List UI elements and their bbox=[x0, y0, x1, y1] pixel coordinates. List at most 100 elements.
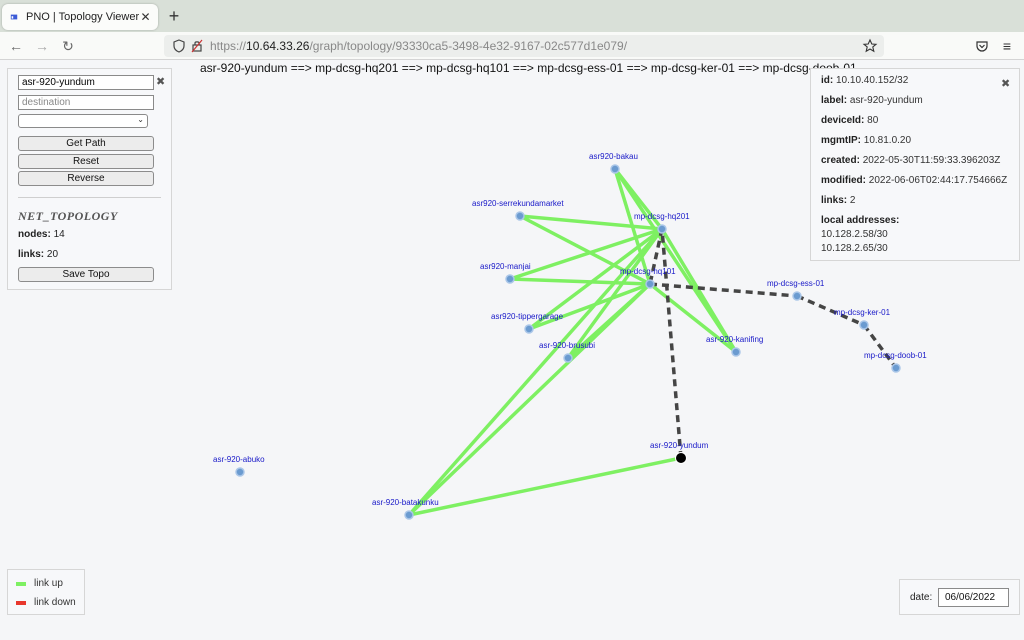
link-up-tipper-hq101[interactable] bbox=[528, 282, 651, 331]
link-up-hq101-kanifing[interactable] bbox=[648, 282, 738, 354]
topology-graph[interactable]: asr920-bakau asr920-serrekundamarket mp-dc… bbox=[0, 61, 1024, 640]
node-circle[interactable] bbox=[657, 224, 667, 234]
save-topo-button[interactable]: Save Topo bbox=[18, 267, 154, 282]
url-text: https://10.64.33.26/graph/topology/93330… bbox=[210, 39, 628, 53]
destination-input[interactable] bbox=[18, 95, 154, 110]
close-tab-icon[interactable]: ✕ bbox=[140, 10, 151, 24]
link-up-serrekunda-hq201[interactable] bbox=[519, 214, 663, 231]
info-mgmtip: mgmtIP: 10.81.0.20 bbox=[821, 135, 912, 146]
back-icon[interactable]: ← bbox=[9, 38, 23, 54]
info-modified: modified: 2022-06-06T02:44:17.754666Z bbox=[821, 175, 1008, 186]
node-circle[interactable] bbox=[235, 467, 245, 477]
path-link-hq101-ess01[interactable] bbox=[649, 282, 798, 298]
shield-icon[interactable] bbox=[170, 37, 188, 55]
link-up-batakunku-hq201[interactable] bbox=[407, 227, 664, 517]
date-input[interactable] bbox=[938, 588, 1009, 607]
page-content: asr920-bakau asr920-serrekundamarket mp-dc… bbox=[0, 61, 1024, 640]
nodes-count: nodes: 14 bbox=[18, 229, 65, 240]
favicon-icon bbox=[10, 14, 18, 20]
node-circle[interactable] bbox=[675, 452, 687, 464]
lock-icon[interactable] bbox=[188, 37, 206, 55]
divider bbox=[18, 197, 161, 198]
node-circle[interactable] bbox=[891, 363, 901, 373]
close-info-icon[interactable]: ✖ bbox=[1001, 78, 1011, 90]
node-circle[interactable] bbox=[859, 320, 869, 330]
node-label: asr-920-yundum bbox=[650, 441, 709, 450]
path-link-hq201-hq101[interactable] bbox=[648, 228, 664, 285]
node-info-panel: ✖ id: 10.10.40.152/32 label: asr-920-yun… bbox=[810, 68, 1020, 261]
node-label: asr-920-brusubi bbox=[539, 341, 595, 350]
source-input[interactable] bbox=[18, 75, 154, 90]
node-circle[interactable] bbox=[645, 279, 655, 289]
path-title: asr-920-yundum ==> mp-dcsg-hq201 ==> mp-… bbox=[200, 61, 857, 75]
node-label: asr-920-abuko bbox=[213, 455, 265, 464]
node-circle[interactable] bbox=[731, 347, 741, 357]
legend-link-up: link up bbox=[16, 578, 63, 589]
link-up-swatch bbox=[16, 581, 26, 586]
node-label: asr920-serrekundamarket bbox=[472, 199, 564, 208]
reload-icon[interactable]: ↻ bbox=[62, 37, 74, 54]
link-up-manjai-hq101[interactable] bbox=[509, 277, 651, 286]
date-box: date: bbox=[899, 579, 1020, 615]
nav-bar: ← → ↻ https://10.64.33.26/graph/topology… bbox=[0, 32, 1024, 60]
reset-button[interactable]: Reset bbox=[18, 154, 154, 169]
chevron-down-icon: ⌄ bbox=[137, 115, 144, 124]
node-kanifing[interactable]: asr-920-kanifing bbox=[706, 335, 763, 357]
node-circle[interactable] bbox=[404, 510, 414, 520]
control-panel: ✖ ⌄ Get Path Reset Reverse NET_TOPOLOGY … bbox=[7, 68, 172, 290]
browser-tab[interactable]: PNO | Topology Viewer ✕ bbox=[2, 4, 158, 30]
link-up-brusubi-hq201[interactable] bbox=[566, 227, 664, 360]
node-tipper[interactable]: asr920-tippergarage bbox=[491, 312, 564, 334]
node-label: mp-dcsg-ker-01 bbox=[834, 308, 891, 317]
node-label: asr-920-kanifing bbox=[706, 335, 763, 344]
menu-icon[interactable]: ≡ bbox=[1002, 38, 1012, 54]
date-label: date: bbox=[910, 592, 933, 603]
node-hq201[interactable]: mp-dcsg-hq201 bbox=[634, 212, 690, 234]
node-label: asr-920-batakunku bbox=[372, 498, 439, 507]
link-up-hq201-kanifing[interactable] bbox=[660, 228, 738, 353]
path-link-ker01-doob01[interactable] bbox=[862, 323, 898, 370]
info-created: created: 2022-05-30T11:59:33.396203Z bbox=[821, 155, 1001, 166]
node-yundum[interactable]: asr-920-yundum bbox=[650, 441, 709, 464]
node-bakau[interactable]: asr920-bakau bbox=[589, 152, 638, 174]
node-circle[interactable] bbox=[505, 274, 515, 284]
path-select[interactable]: ⌄ bbox=[18, 114, 148, 128]
node-circle[interactable] bbox=[563, 353, 573, 363]
node-label: asr920-bakau bbox=[589, 152, 638, 161]
node-batakunku[interactable]: asr-920-batakunku bbox=[372, 498, 439, 520]
link-up-batakunku-yundum[interactable] bbox=[408, 456, 682, 517]
path-link-yundum-hq201[interactable] bbox=[660, 228, 683, 459]
node-abuko[interactable]: asr-920-abuko bbox=[213, 455, 265, 477]
node-ker01[interactable]: mp-dcsg-ker-01 bbox=[834, 308, 891, 330]
node-doob01[interactable]: mp-dcsg-doob-01 bbox=[864, 351, 927, 373]
node-label: asr920-manjai bbox=[480, 262, 531, 271]
node-brusubi[interactable]: asr-920-brusubi bbox=[539, 341, 595, 363]
new-tab-icon[interactable]: + bbox=[168, 5, 180, 26]
bookmark-star-icon[interactable] bbox=[862, 38, 878, 54]
url-bar[interactable]: https://10.64.33.26/graph/topology/93330… bbox=[164, 35, 884, 57]
forward-icon[interactable]: → bbox=[35, 38, 49, 54]
node-ess01[interactable]: mp-dcsg-ess-01 bbox=[767, 279, 825, 301]
link-up-manjai-hq201[interactable] bbox=[509, 227, 663, 281]
get-path-button[interactable]: Get Path bbox=[18, 136, 154, 151]
node-circle[interactable] bbox=[610, 164, 620, 174]
link-up-batakunku-hq101[interactable] bbox=[407, 282, 652, 517]
node-label: mp-dcsg-ess-01 bbox=[767, 279, 825, 288]
node-serrekunda[interactable]: asr920-serrekundamarket bbox=[472, 199, 564, 221]
pocket-icon[interactable] bbox=[975, 39, 989, 53]
node-label: mp-dcsg-hq101 bbox=[620, 267, 676, 276]
node-circle[interactable] bbox=[515, 211, 525, 221]
node-circle[interactable] bbox=[524, 324, 534, 334]
info-address: 10.128.2.58/30 bbox=[821, 229, 888, 240]
tab-bar: PNO | Topology Viewer ✕ + bbox=[0, 0, 1024, 32]
node-manjai[interactable]: asr920-manjai bbox=[480, 262, 531, 284]
node-circle[interactable] bbox=[792, 291, 802, 301]
reverse-button[interactable]: Reverse bbox=[18, 171, 154, 186]
link-up-tipper-hq201[interactable] bbox=[527, 227, 664, 331]
legend-link-down: link down bbox=[16, 597, 76, 608]
node-hq101[interactable]: mp-dcsg-hq101 bbox=[620, 267, 676, 289]
node-label: mp-dcsg-doob-01 bbox=[864, 351, 927, 360]
clear-source-icon[interactable]: ✖ bbox=[156, 76, 166, 88]
path-link-ess01-ker01[interactable] bbox=[796, 294, 865, 327]
info-local-addresses: local addresses: bbox=[821, 215, 900, 226]
